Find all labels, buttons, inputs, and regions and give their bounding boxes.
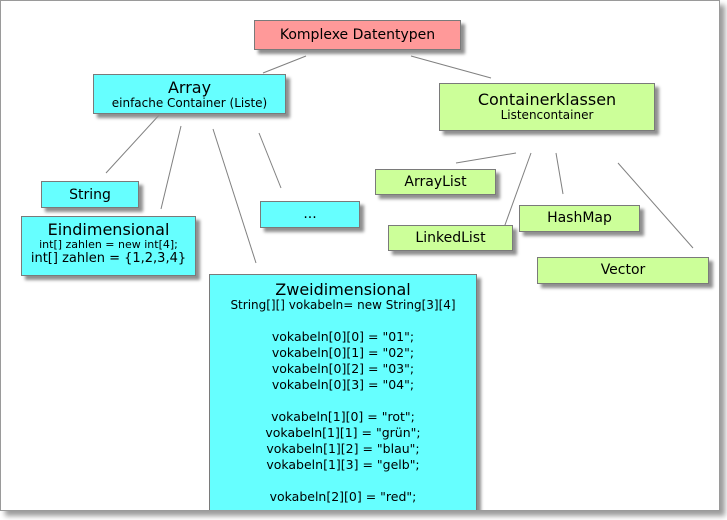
edge-container-arraylist [455,152,517,164]
code-line: vokabeln[0][1] = "02"; [271,345,415,361]
node-vector: Vector [537,257,709,284]
edge-root-container [410,55,492,79]
node-label: HashMap [547,210,612,226]
code-line: vokabeln[1][1] = "grün"; [265,425,421,441]
edge-array-zweidimensional [212,128,257,264]
node-code-line: int[] zahlen = new int[4]; [39,238,178,252]
node-label: ... [303,206,317,222]
node-komplexe-datentypen: Komplexe Datentypen [254,20,461,50]
code-line [210,473,476,489]
node-label: Vector [600,262,646,278]
node-subtitle: einfache Container (Liste) [111,96,268,111]
edge-container-vector [617,162,694,249]
code-line: vokabeln[0][3] = "04"; [271,377,415,393]
edge-root-array [262,55,307,74]
node-label: LinkedList [415,230,486,246]
edge-array-eindimensional [160,125,182,210]
node-label: String [69,187,111,203]
node-title: Containerklassen [477,90,617,109]
node-code-decl: String[][] vokabeln= new String[3][4] [230,298,456,313]
code-line: vokabeln[1][0] = "rot"; [271,409,415,425]
edge-array-ellipsis [258,132,282,189]
node-hashmap: HashMap [519,205,640,232]
code-line: vokabeln[1][2] = "blau"; [266,441,420,457]
node-title: Zweidimensional [275,280,411,299]
connector-lines [105,55,694,264]
code-line: vokabeln[2][0] = "red"; [269,489,417,505]
node-arraylist: ArrayList [375,169,496,195]
node-string: String [41,181,139,208]
edge-container-hashmap [555,152,564,195]
node-subtitle: Listencontainer [500,108,594,123]
edge-container-linkedlist [500,152,532,237]
node-label: ArrayList [404,174,467,190]
diagram-canvas: Komplexe Datentypen Array einfache Conta… [0,0,720,511]
code-line: vokabeln[0][0] = "01"; [271,329,415,345]
node-eindimensional: Eindimensional int[] zahlen = new int[4]… [21,216,196,276]
node-containerklassen: Containerklassen Listencontainer [439,83,655,131]
code-line [210,393,476,409]
node-title: Eindimensional [47,220,170,239]
node-code-line: int[] zahlen = {1,2,3,4} [30,251,187,267]
node-label: Komplexe Datentypen [279,27,436,43]
edge-array-string [105,112,162,174]
node-array: Array einfache Container (Liste) [93,74,286,114]
node-ellipsis: ... [260,201,360,228]
node-title: Array [167,78,212,97]
node-zweidimensional: Zweidimensional String[][] vokabeln= new… [209,274,477,510]
code-line: vokabeln[0][2] = "03"; [271,361,415,377]
code-line: vokabeln[1][3] = "gelb"; [266,457,420,473]
node-linkedlist: LinkedList [388,225,513,251]
